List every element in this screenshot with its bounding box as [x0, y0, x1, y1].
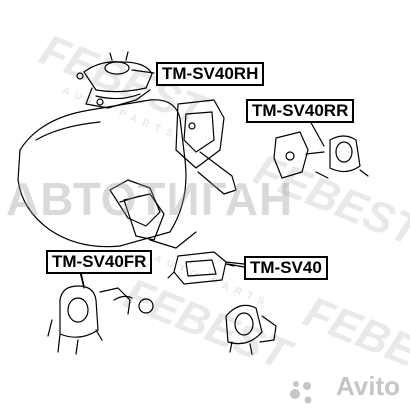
mount-rr-drawing	[273, 131, 369, 179]
part-label-sv: TM-SV40	[244, 256, 328, 280]
leader-rr	[309, 120, 325, 147]
mount-bottom-right-drawing	[225, 304, 277, 355]
mount-rh-drawing	[76, 51, 153, 109]
overlay-watermark: АВТОТИГАН	[6, 173, 294, 225]
leader-rh	[131, 69, 155, 74]
leader-fr	[79, 271, 85, 289]
part-label-rh: TM-SV40RH	[156, 62, 265, 86]
bracket-rh-drawing	[175, 99, 237, 195]
part-label-rr: TM-SV40RR	[246, 99, 355, 123]
avito-watermark: Avito	[335, 371, 400, 401]
crossmember-drawing	[123, 193, 197, 249]
avito-logo-icon	[290, 381, 312, 404]
mount-sv-drawing	[167, 251, 245, 285]
mount-fr-drawing	[47, 267, 154, 355]
leader-sv	[227, 263, 245, 268]
part-label-fr: TM-SV40FR	[46, 250, 153, 274]
